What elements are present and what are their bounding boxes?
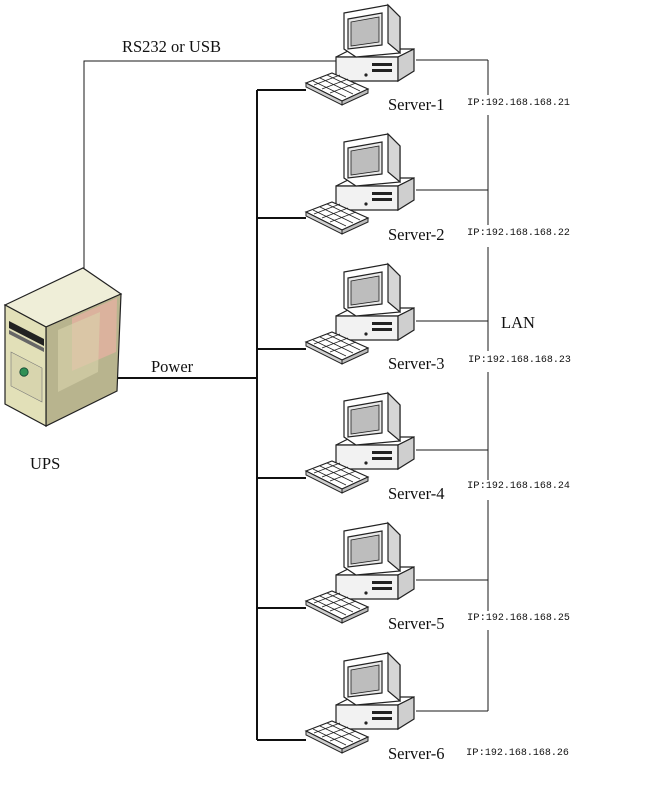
server-4-computer-icon (305, 392, 415, 494)
server-name-label: Server-6 (388, 744, 444, 763)
server-ip-label: IP:192.168.168.25 (467, 612, 570, 624)
ups-icon (3, 267, 123, 428)
server-2-computer-icon (305, 133, 415, 235)
power-bus (115, 89, 306, 741)
server-ip-label: IP:192.168.168.23 (468, 354, 571, 366)
power-label: Power (151, 357, 194, 376)
server-ip-label: IP:192.168.168.24 (467, 480, 570, 492)
server-ip-label: IP:192.168.168.21 (467, 97, 570, 109)
serial-cable (83, 60, 336, 270)
ups-label: UPS (30, 454, 60, 473)
server-name-label: Server-3 (388, 354, 444, 373)
server-name-label: Server-5 (388, 614, 444, 633)
server-name-label: Server-4 (388, 484, 444, 503)
server-ip-label: IP:192.168.168.26 (466, 747, 569, 759)
lan-bus (416, 59, 489, 712)
server-5-computer-icon (305, 522, 415, 624)
server-6-computer-icon (305, 652, 415, 754)
server-name-label: Server-2 (388, 225, 444, 244)
server-name-label: Server-1 (388, 95, 444, 114)
server-3-computer-icon (305, 263, 415, 365)
server-1-computer-icon (305, 4, 415, 106)
lan-label: LAN (501, 313, 535, 332)
serial-connection-label: RS232 or USB (122, 37, 221, 56)
server-ip-label: IP:192.168.168.22 (467, 227, 570, 239)
